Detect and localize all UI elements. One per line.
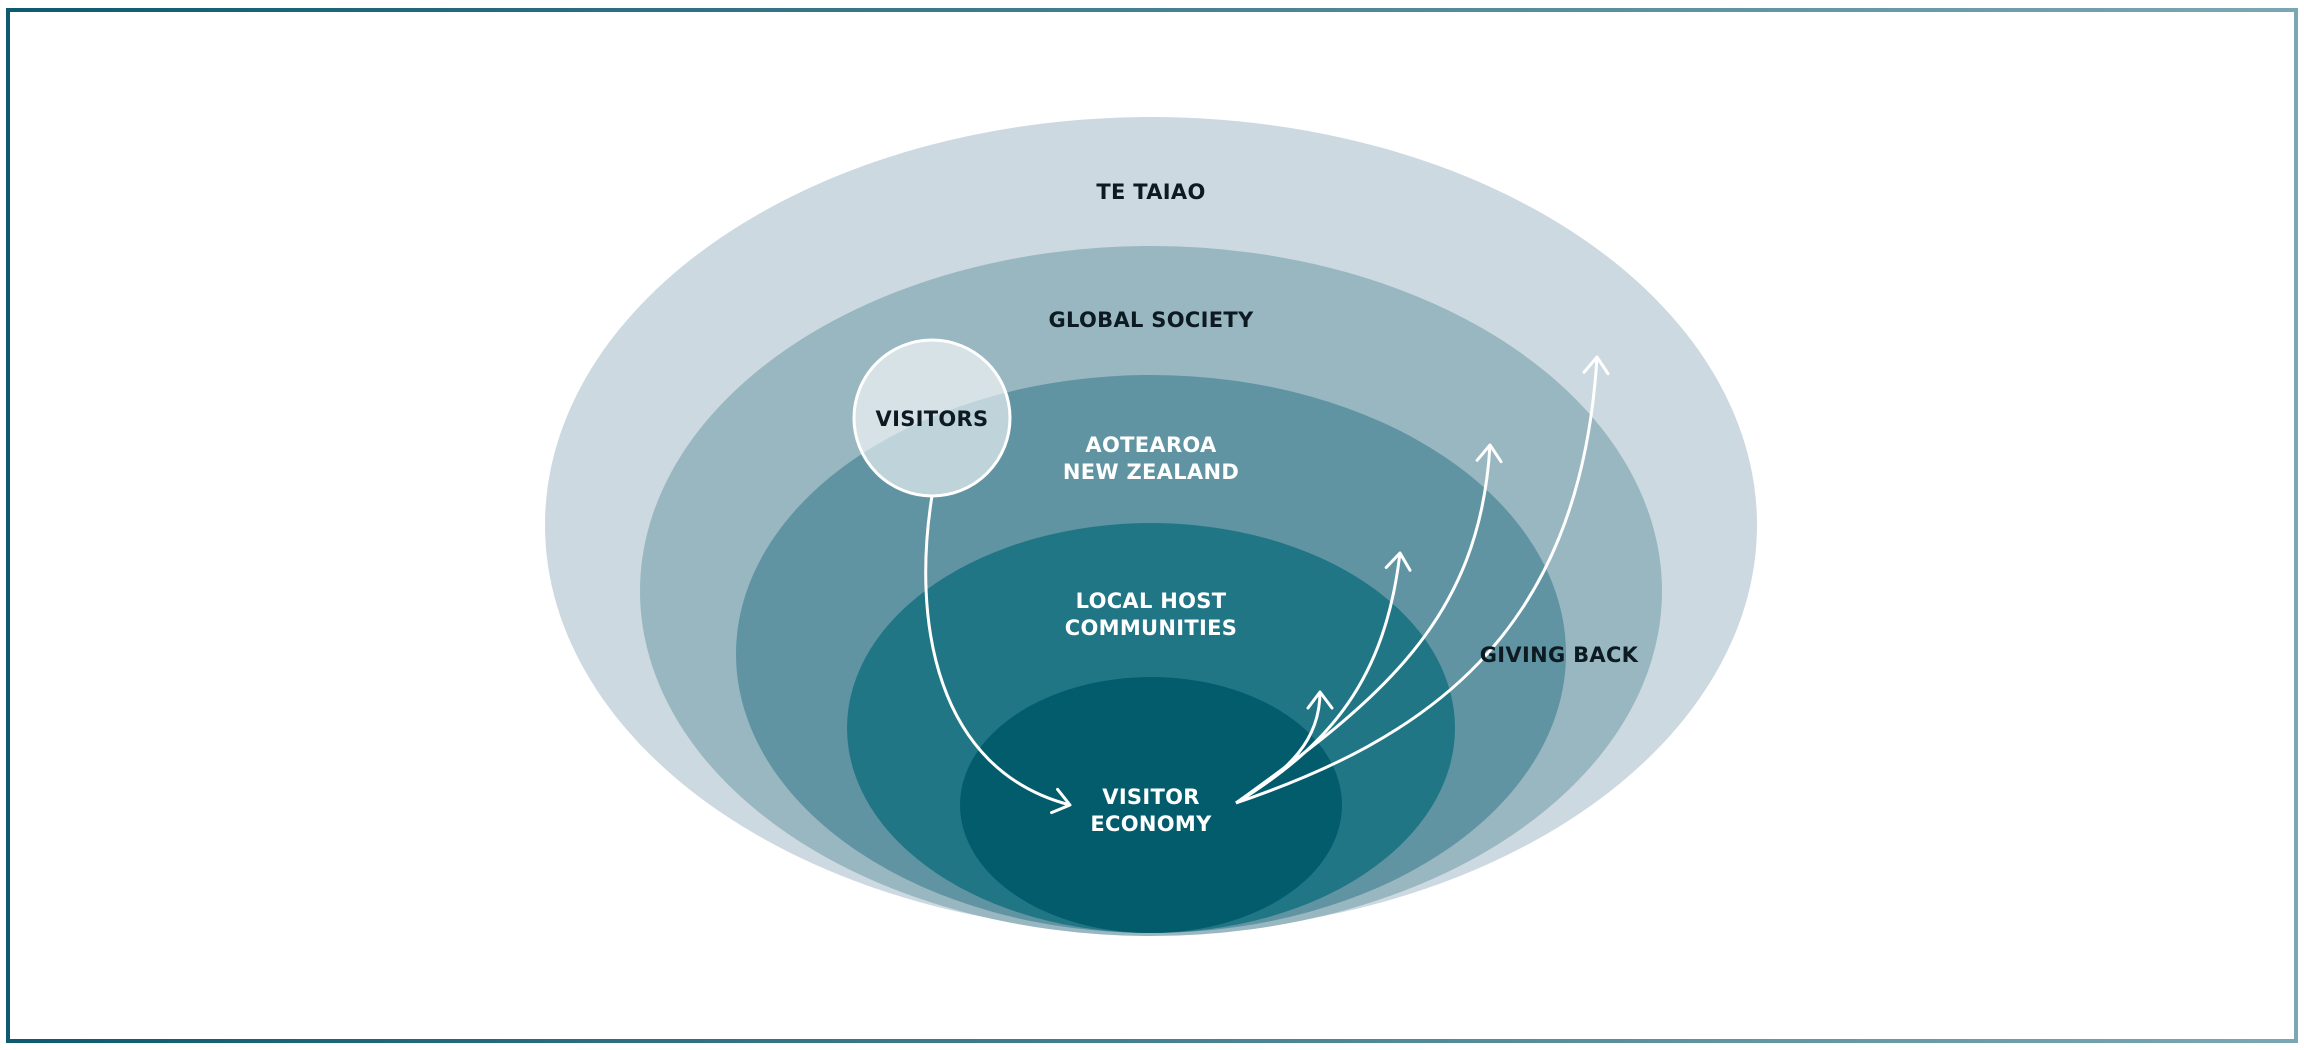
label-visitor-economy-line1: VISITOR	[1102, 785, 1199, 809]
label-giving-back: GIVING BACK	[1480, 643, 1639, 667]
label-local-host-line2: COMMUNITIES	[1065, 616, 1237, 640]
label-local-host-line1: LOCAL HOST	[1076, 589, 1227, 613]
arrow-giving-back-aotearoa	[1235, 551, 1412, 805]
label-te-taiao: TE TAIAO	[1096, 180, 1205, 204]
label-global-society: GLOBAL SOCIETY	[1049, 308, 1254, 332]
arrow-giving-back-te-taiao	[1235, 355, 1610, 805]
frame-border	[6, 8, 2298, 1043]
label-aotearoa-line2: NEW ZEALAND	[1063, 460, 1239, 484]
arrow-giving-back-global	[1235, 443, 1503, 805]
label-visitor-economy-line2: ECONOMY	[1090, 812, 1212, 836]
layer-visitor-economy	[960, 677, 1342, 933]
label-aotearoa-line1: AOTEAROA	[1085, 433, 1217, 457]
arrow-visitors-to-economy	[924, 495, 1072, 815]
label-visitors: VISITORS	[876, 407, 989, 431]
